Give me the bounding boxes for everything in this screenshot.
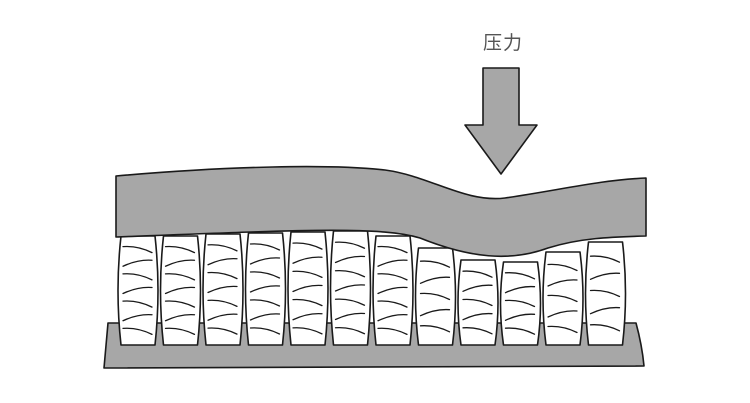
spring-coil: [542, 251, 584, 346]
spring-row: [117, 230, 627, 346]
spring-coil: [244, 232, 287, 346]
spring-coil: [202, 233, 244, 346]
spring-coil: [584, 241, 627, 346]
pressure-arrow: [464, 67, 538, 175]
pressure-label: 压力: [482, 32, 523, 54]
spring-coil: [287, 231, 329, 346]
top-comfort-layer: [115, 165, 647, 258]
spring-coil: [159, 235, 202, 346]
spring-coil: [499, 261, 542, 346]
spring-coil: [414, 247, 457, 346]
spring-coil: [329, 230, 372, 346]
spring-coil: [117, 235, 159, 346]
spring-coil: [457, 259, 499, 346]
spring-coil: [372, 235, 414, 346]
